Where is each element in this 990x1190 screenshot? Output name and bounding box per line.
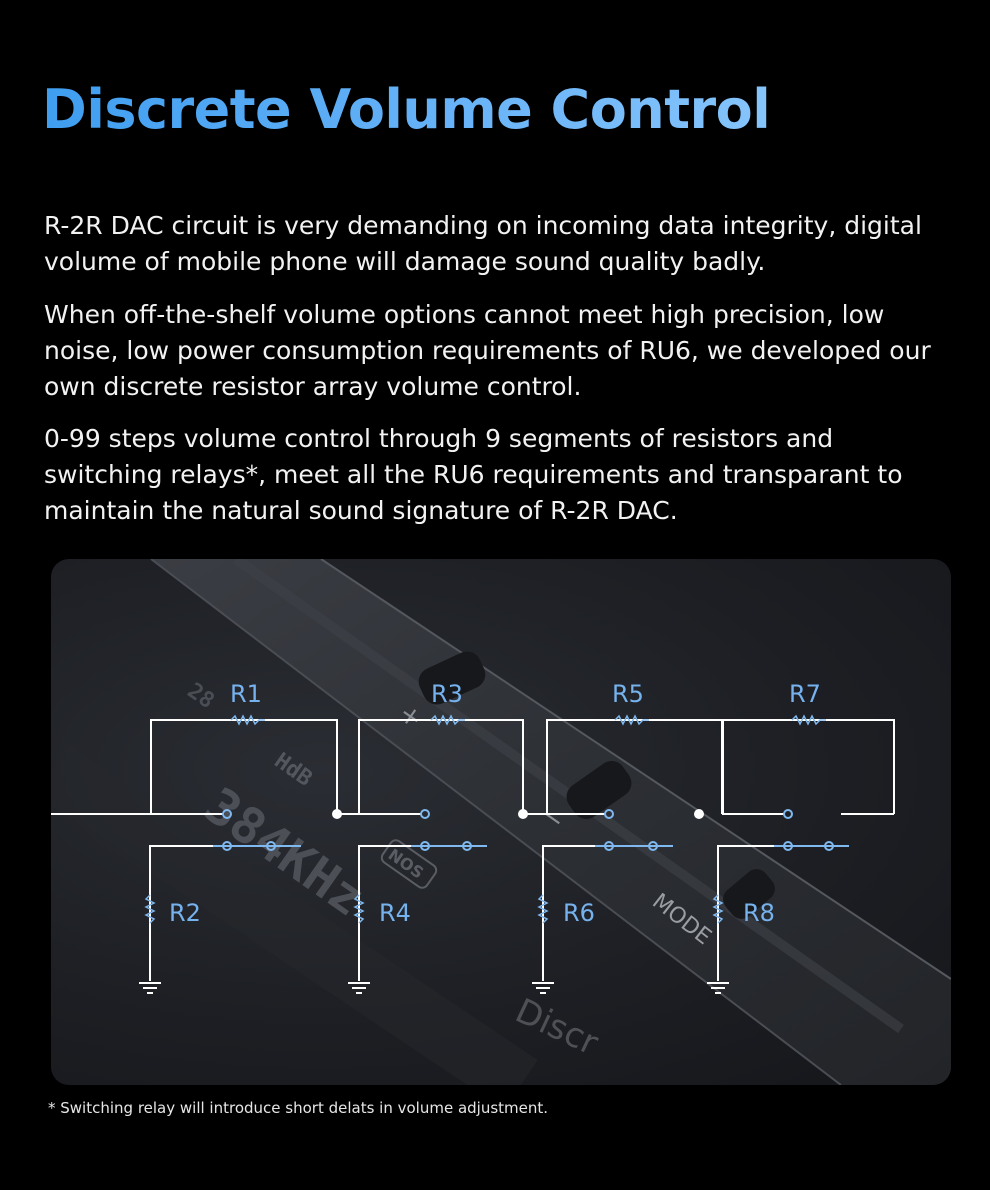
circuit-wires (51, 719, 895, 994)
development-paragraph: When off-the-shelf volume options cannot… (44, 300, 931, 401)
label-r7: R7 (789, 680, 821, 708)
circuit-diagram: + − MODE 384KHz HdB 28 NOS Discr (51, 559, 951, 1085)
junction-dots (332, 809, 704, 819)
display-db: HdB (270, 748, 317, 791)
circuit-diagram-panel: + − MODE 384KHz HdB 28 NOS Discr (51, 559, 951, 1085)
label-r6: R6 (563, 899, 595, 927)
button-minus (566, 761, 632, 819)
series-resistor-symbols (230, 714, 826, 726)
page-title: Discrete Volume Control (42, 78, 771, 141)
button-plus (418, 651, 486, 705)
label-r8: R8 (743, 899, 775, 927)
button-mode (723, 869, 775, 919)
display-step: 28 (183, 678, 219, 714)
shunt-resistor-symbols (144, 894, 724, 924)
label-r1: R1 (230, 680, 262, 708)
steps-paragraph: 0-99 steps volume control through 9 segm… (44, 424, 903, 525)
relay-switches (213, 809, 849, 851)
footnote: * Switching relay will introduce short d… (48, 1099, 549, 1117)
label-r2: R2 (169, 899, 201, 927)
device-illustration: + − MODE 384KHz HdB 28 NOS Discr (51, 559, 951, 1085)
label-r5: R5 (612, 680, 644, 708)
label-r3: R3 (431, 680, 463, 708)
intro-paragraph: R-2R DAC circuit is very demanding on in… (44, 211, 922, 276)
label-r4: R4 (379, 899, 411, 927)
